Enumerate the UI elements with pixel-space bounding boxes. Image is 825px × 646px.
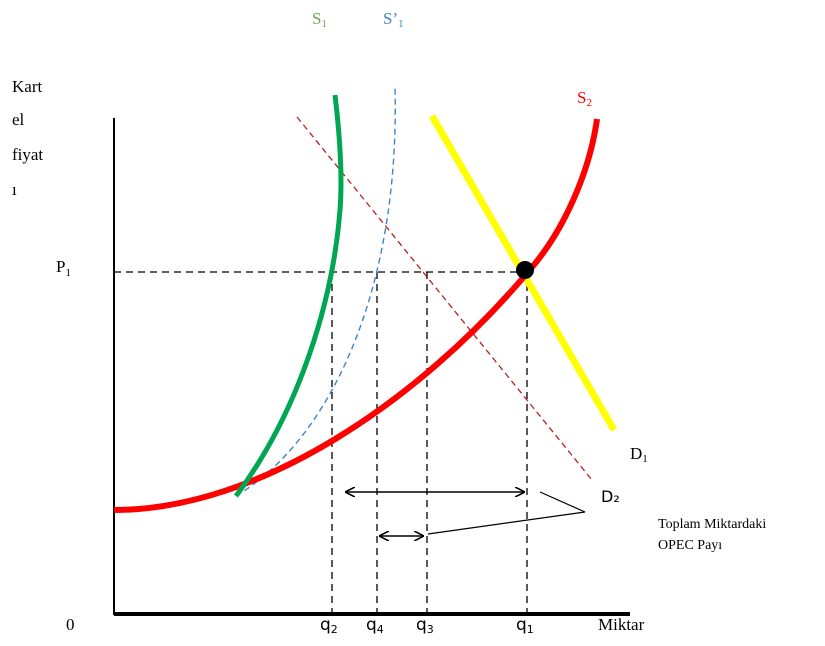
label-d2: D₂ bbox=[601, 487, 620, 506]
annotation-line: OPEC Payı bbox=[658, 538, 722, 553]
label-s1: S1 bbox=[312, 9, 327, 30]
y-axis-label-line: Kart bbox=[12, 77, 42, 96]
tick-label-q3: q3 bbox=[416, 615, 434, 636]
y-axis-label-line: ı bbox=[12, 180, 17, 199]
tick-label-q4: q4 bbox=[366, 615, 384, 636]
equilibrium-point bbox=[516, 261, 534, 279]
curve-s1 bbox=[233, 94, 344, 498]
y-axis-label-line: fiyat bbox=[12, 145, 43, 164]
y-axis-label: Kart el fiyat ı bbox=[12, 77, 47, 199]
origin-label: 0 bbox=[66, 615, 75, 634]
tick-label-q1: q1 bbox=[516, 615, 534, 636]
curve-s1-prime bbox=[235, 87, 396, 497]
label-s2: S2 bbox=[577, 88, 592, 109]
x-axis-label: Miktar bbox=[598, 615, 645, 634]
tick-label-q2: q2 bbox=[320, 615, 338, 636]
price-label-p1: P1 bbox=[56, 257, 71, 279]
label-d1: D1 bbox=[630, 444, 648, 465]
annotation-line: Toplam Miktardaki bbox=[658, 517, 766, 532]
curve-d2 bbox=[296, 116, 593, 481]
annotation-pointer-upper bbox=[539, 491, 586, 513]
label-s1-prime: S’1 bbox=[383, 9, 404, 30]
annotation-opec-share: Toplam Miktardaki OPEC Payı bbox=[658, 517, 770, 553]
annotation-pointer-lower bbox=[427, 511, 586, 535]
y-axis-label-line: el bbox=[12, 110, 25, 129]
curve-s2 bbox=[113, 118, 600, 513]
